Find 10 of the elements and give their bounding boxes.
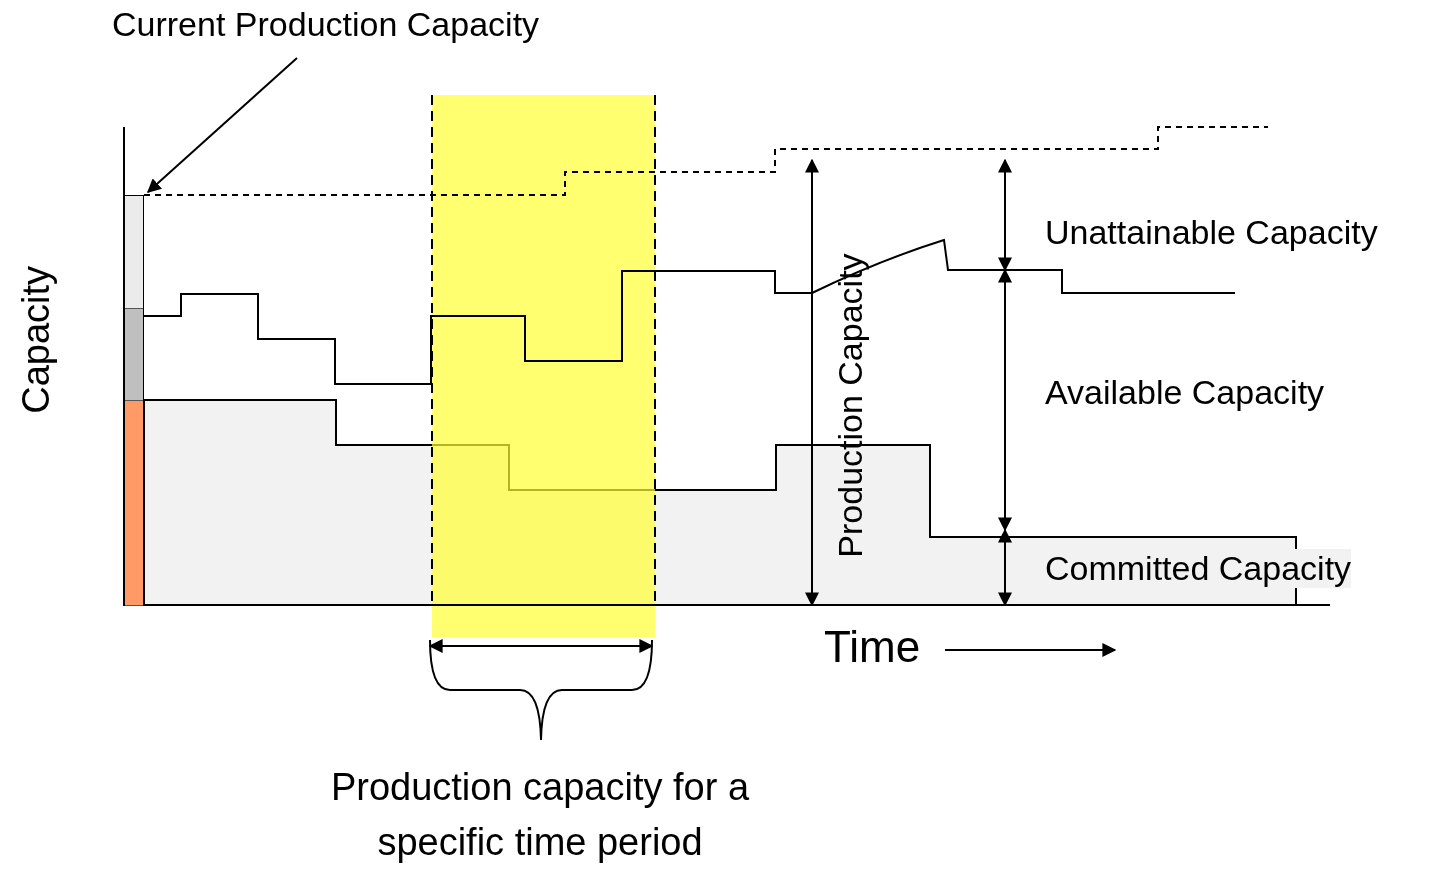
dimension-label: Unattainable Capacity [1045,213,1378,253]
callout-label: Current Production Capacity [112,5,540,45]
axis-label: Capacity [15,265,59,414]
capacity-bar [124,195,144,605]
axis-label: Time [824,622,921,673]
leader-line [146,57,298,193]
dimension-label: Available Capacity [1045,373,1325,413]
caption: Production capacity for a specific time period [329,765,751,866]
dimension-label: Committed Capacity [1045,549,1352,589]
dimension-label: Production Capacity [830,252,870,558]
